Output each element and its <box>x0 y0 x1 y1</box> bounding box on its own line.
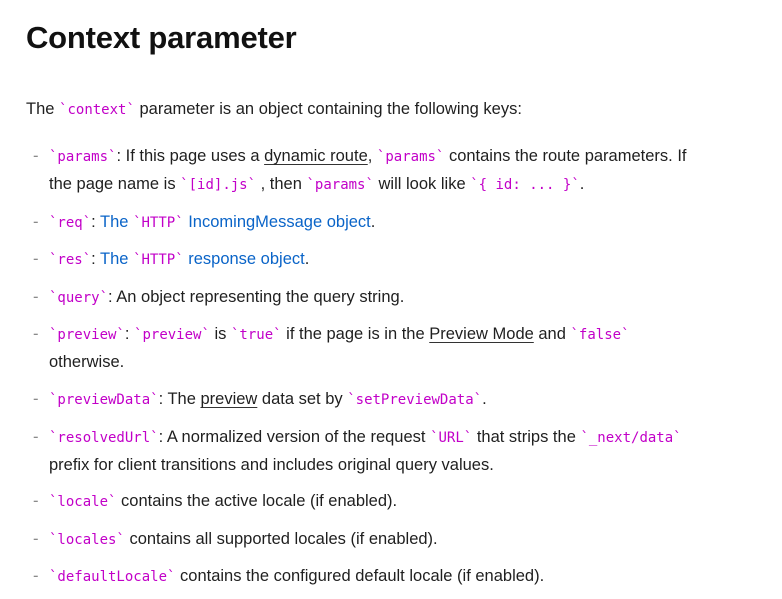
item-text: will look like <box>373 175 471 193</box>
list-item-resolvedurl: - `resolvedUrl`: A normalized version of… <box>26 424 706 479</box>
item-text: : The <box>158 389 201 408</box>
preview-link[interactable]: preview <box>200 389 258 408</box>
item-text: : If this page uses a <box>116 147 265 165</box>
item-text: that strips the <box>472 427 581 446</box>
id-js-code: `[id].js` <box>180 177 257 193</box>
defaultlocale-code: `defaultLocale` <box>49 569 176 586</box>
context-code: `context` <box>59 102 135 118</box>
setpreviewdata-code: `setPreviewData` <box>347 391 483 408</box>
list-dash: - <box>33 325 39 344</box>
item-text: and <box>533 325 571 344</box>
response-object-link[interactable]: The `HTTP` response object <box>100 250 305 268</box>
intro-paragraph: The `context` parameter is an object con… <box>26 97 522 122</box>
list-item-preview: - `preview`: `preview` is `true` if the … <box>26 321 706 376</box>
item-text: , <box>367 147 377 165</box>
query-code: `query` <box>49 289 109 306</box>
list-item-locales: - `locales` contains all supported local… <box>26 526 706 554</box>
link-text: response object <box>183 250 305 269</box>
list-dash: - <box>33 212 39 231</box>
link-text: IncomingMessage object <box>183 212 371 231</box>
item-text: . <box>579 175 585 193</box>
false-code: `false` <box>570 327 630 344</box>
http-code: `HTTP` <box>133 252 184 269</box>
list-item-params: - `params`: If this page uses a dynamic … <box>26 143 706 199</box>
item-text: contains all supported locales (if enabl… <box>124 529 438 548</box>
list-dash: - <box>33 567 39 586</box>
list-item-req: - `req`: The `HTTP` IncomingMessage obje… <box>26 209 706 237</box>
incoming-message-link[interactable]: The `HTTP` IncomingMessage object <box>100 213 371 231</box>
list-dash: - <box>33 250 39 269</box>
list-dash: - <box>33 427 39 446</box>
params-code: `params` <box>306 177 374 193</box>
id-object-code: `{ id: ... }` <box>470 177 580 193</box>
item-text: : An object representing the query strin… <box>108 287 405 306</box>
preview-code: `preview` <box>49 327 125 344</box>
item-text: prefix for client transitions and includ… <box>49 455 494 474</box>
resolvedurl-code: `resolvedUrl` <box>49 429 159 446</box>
req-code: `req` <box>49 214 92 231</box>
context-keys-list: - `params`: If this page uses a dynamic … <box>26 143 706 599</box>
link-text: The <box>100 212 134 231</box>
item-text: contains the active locale (if enabled). <box>116 492 398 511</box>
list-item-res: - `res`: The `HTTP` response object. <box>26 246 706 274</box>
item-text: , then <box>256 175 307 193</box>
locale-code: `locale` <box>49 494 117 511</box>
preview-code: `preview` <box>134 327 210 344</box>
params-code: `params` <box>49 149 117 165</box>
page-title: Context parameter <box>26 20 297 55</box>
preview-mode-link[interactable]: Preview Mode <box>429 325 534 344</box>
list-dash: - <box>33 147 39 165</box>
locales-code: `locales` <box>49 531 125 548</box>
item-text: contains the route parameters. If the pa… <box>49 147 687 193</box>
item-text: if the page is in the <box>281 325 430 344</box>
dynamic-route-link[interactable]: dynamic route <box>264 147 368 165</box>
item-text: : <box>91 212 101 231</box>
item-text: data set by <box>257 389 348 408</box>
item-text: : <box>91 250 101 269</box>
list-dash: - <box>33 389 39 408</box>
item-text: is <box>209 325 231 344</box>
item-text: otherwise. <box>49 353 125 372</box>
item-text: . <box>304 250 310 269</box>
list-item-previewdata: - `previewData`: The preview data set by… <box>26 386 706 414</box>
item-text: . <box>482 389 487 408</box>
item-text: : A normalized version of the request <box>158 427 431 446</box>
http-code: `HTTP` <box>133 214 184 231</box>
list-dash: - <box>33 492 39 511</box>
intro-text-1: The <box>26 100 60 118</box>
list-dash: - <box>33 529 39 548</box>
item-text: . <box>370 212 376 231</box>
list-item-query: - `query`: An object representing the qu… <box>26 284 706 312</box>
list-item-defaultlocale: - `defaultLocale` contains the configure… <box>26 563 706 591</box>
url-code: `URL` <box>430 429 473 446</box>
list-item-locale: - `locale` contains the active locale (i… <box>26 488 706 516</box>
params-code: `params` <box>376 149 445 165</box>
item-text: : <box>124 325 135 344</box>
link-text: The <box>100 250 134 269</box>
next-data-code: `_next/data` <box>580 429 682 446</box>
true-code: `true` <box>230 327 282 344</box>
list-dash: - <box>33 287 39 306</box>
item-text: contains the configured default locale (… <box>175 567 545 586</box>
intro-text-2: parameter is an object containing the fo… <box>134 100 522 118</box>
res-code: `res` <box>49 252 92 269</box>
previewdata-code: `previewData` <box>49 391 159 408</box>
